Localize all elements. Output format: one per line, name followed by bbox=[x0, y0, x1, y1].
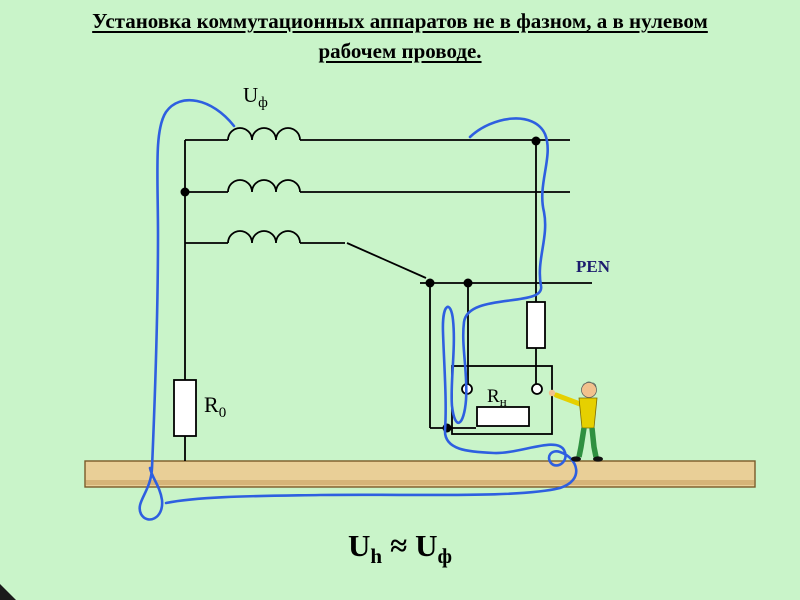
beam-shadow-strip bbox=[86, 480, 754, 485]
person-arm bbox=[553, 392, 583, 407]
wire-left-loop bbox=[138, 98, 236, 521]
transformer-winding-1 bbox=[227, 127, 301, 141]
formula-lhs-base: U bbox=[347, 528, 371, 563]
grounding-resistor bbox=[173, 379, 197, 437]
formula-rhs-base: U bbox=[415, 528, 438, 563]
formula-relation: ≈ bbox=[390, 528, 408, 563]
r0-label: R0 bbox=[204, 392, 226, 421]
person-figure bbox=[548, 381, 603, 462]
formula-lhs-sub: h bbox=[370, 544, 383, 569]
pen-label: PEN bbox=[576, 257, 611, 276]
load-resistor bbox=[476, 406, 530, 427]
u-phase-base: U bbox=[243, 83, 258, 107]
r0-base: R bbox=[204, 392, 219, 417]
u-phase-sub: ф bbox=[258, 95, 268, 111]
person-torso bbox=[578, 397, 598, 429]
switch-blade bbox=[346, 242, 427, 279]
wire-right-meander bbox=[164, 117, 578, 505]
page-corner-decoration bbox=[0, 584, 16, 600]
junction-dot bbox=[425, 278, 435, 288]
transformer-winding-3 bbox=[227, 230, 301, 244]
title-line-1: Установка коммутационных аппаратов не в … bbox=[92, 9, 708, 33]
junction-dot bbox=[180, 187, 190, 197]
person-hand bbox=[548, 389, 556, 397]
terminal-right bbox=[531, 383, 543, 395]
person-shoe-left bbox=[571, 456, 581, 462]
circuit-wiring bbox=[173, 127, 592, 461]
junction-dot bbox=[463, 278, 473, 288]
ground-beam bbox=[84, 460, 756, 488]
person-head bbox=[581, 382, 597, 398]
transformer-winding-2 bbox=[227, 179, 301, 193]
fuse-element bbox=[526, 301, 546, 349]
title-line-2: рабочем проводе. bbox=[318, 39, 482, 64]
r0-sub: 0 bbox=[219, 405, 227, 421]
rn-base: R bbox=[487, 386, 500, 407]
person-leg-left bbox=[576, 427, 587, 458]
junction-dot bbox=[531, 136, 541, 146]
fault-current-wire bbox=[138, 98, 578, 521]
formula-uh-approx-uf: Uh≈Uф bbox=[0, 528, 800, 569]
rn-label: Rн bbox=[487, 386, 507, 409]
formula-rhs-sub: ф bbox=[437, 544, 452, 569]
person-shoe-right bbox=[593, 456, 603, 462]
rn-sub: н bbox=[500, 394, 507, 409]
slide-title: Установка коммутационных аппаратов не в … bbox=[0, 6, 800, 67]
person-leg-right bbox=[589, 427, 599, 458]
u-phase-label: Uф bbox=[243, 83, 268, 111]
